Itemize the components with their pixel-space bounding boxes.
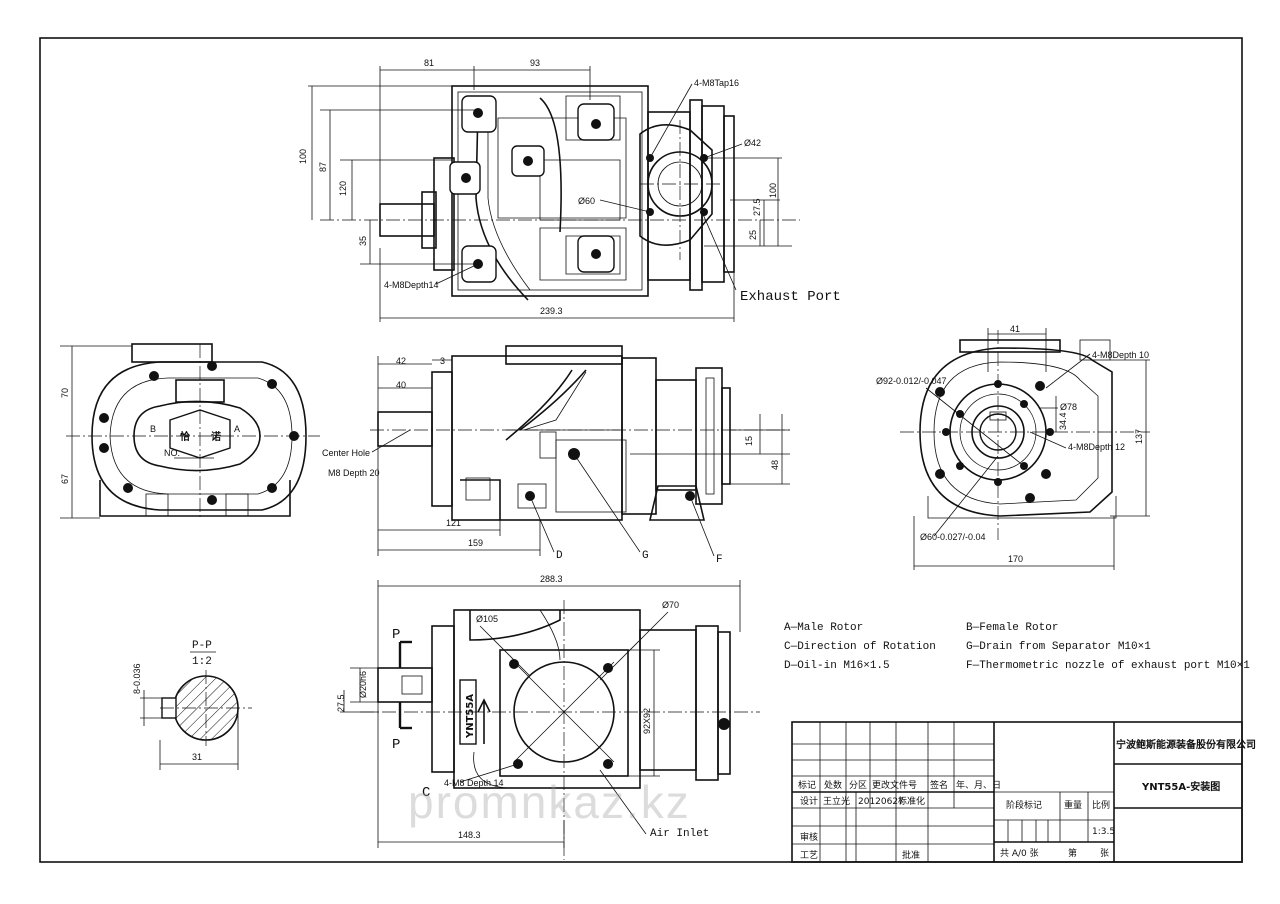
drawing-border bbox=[39, 37, 1243, 863]
dim-137: 137 bbox=[1134, 429, 1144, 444]
dim-34-4: 34.4 bbox=[1058, 412, 1068, 430]
rotation-letter-c: C bbox=[422, 785, 430, 801]
dim-8-0-036: 8-0.036 bbox=[132, 663, 142, 694]
tb-scale-label: 比例 bbox=[1092, 799, 1110, 811]
callout-g: G bbox=[642, 550, 649, 562]
callout-d: D bbox=[556, 550, 563, 562]
legend-g: G—Drain from Separator M10×1 bbox=[966, 641, 1151, 653]
dim-4-m8depth10: 4-M8Depth 10 bbox=[1092, 350, 1149, 360]
dim-27-5-bottom: 27.5 bbox=[336, 694, 346, 712]
dim-40: 40 bbox=[396, 380, 406, 390]
legend-a: A—Male Rotor bbox=[784, 622, 863, 634]
dim-4-m8depth14: 4-M8Depth14 bbox=[384, 280, 439, 290]
tb-review-label: 审核 bbox=[800, 831, 818, 843]
callout-f: F bbox=[716, 554, 723, 566]
legend-b: B—Female Rotor bbox=[966, 622, 1058, 634]
dim-4-m8tap16: 4-M8Tap16 bbox=[694, 78, 739, 88]
dim-41: 41 bbox=[1010, 324, 1020, 334]
dim-27-5: 27.5 bbox=[752, 198, 762, 216]
center-hole-line1: Center Hole bbox=[322, 448, 370, 458]
tb-rev-header-0: 标记 bbox=[798, 779, 816, 791]
logo-text-left: 恰 bbox=[180, 430, 190, 443]
dim-87: 87 bbox=[318, 162, 328, 172]
dim-35: 35 bbox=[358, 236, 368, 246]
tb-rev-header-2: 分区 bbox=[849, 780, 867, 791]
top-view: 81 93 4-M8Tap16 Ø42 100 87 120 35 Ø60 10… bbox=[298, 58, 841, 322]
tb-rev-header-1: 处数 bbox=[824, 779, 842, 791]
tb-standardize-label: 标准化 bbox=[898, 795, 925, 807]
nameplate: YNT55A bbox=[465, 694, 476, 739]
dim-100-right: 100 bbox=[768, 183, 778, 198]
tb-drawing-title: YNT55A-安装图 bbox=[1141, 780, 1220, 793]
dim-92x92: 92X92 bbox=[642, 708, 652, 734]
tb-rev-header-4: 签名 bbox=[930, 779, 948, 791]
tb-sheets-label: 共 A/0 张 bbox=[1000, 848, 1039, 859]
left-view: 恰 诺 B A NO. 70 67 bbox=[60, 343, 320, 520]
no-label: NO. bbox=[164, 448, 180, 458]
tb-weight-label: 重量 bbox=[1064, 799, 1082, 811]
center-hole-line2: M8 Depth 20 bbox=[328, 468, 380, 478]
air-inlet-label: Air Inlet bbox=[650, 828, 709, 840]
dim-239-3: 239.3 bbox=[540, 306, 563, 316]
legend-c: C—Direction of Rotation bbox=[784, 641, 936, 653]
dim-120: 120 bbox=[338, 181, 348, 196]
dim-d42: Ø42 bbox=[744, 138, 761, 148]
letter-b: B bbox=[150, 424, 156, 434]
letter-a: A bbox=[234, 424, 240, 434]
logo-text-right: 诺 bbox=[211, 430, 221, 443]
dim-70: 70 bbox=[60, 388, 70, 398]
tb-designer: 王立光 bbox=[823, 795, 850, 807]
dim-d105: Ø105 bbox=[476, 614, 498, 624]
dim-148-3: 148.3 bbox=[458, 830, 481, 840]
dim-42: 42 bbox=[396, 356, 406, 366]
dim-d60: Ø60 bbox=[578, 196, 595, 206]
dim-25: 25 bbox=[748, 230, 758, 240]
legend-f: F—Thermometric nozzle of exhaust port M1… bbox=[966, 660, 1250, 672]
exhaust-port-label: Exhaust Port bbox=[740, 289, 841, 305]
dim-159: 159 bbox=[468, 538, 483, 548]
title-block: 宁波鲍斯能源装备股份有限公司 YNT55A-安装图 标记 处数 分区 更改文件号… bbox=[791, 721, 1256, 863]
dim-121: 121 bbox=[446, 518, 461, 528]
dim-100-left: 100 bbox=[298, 149, 308, 164]
tb-design-date: 20120627 bbox=[858, 797, 904, 807]
dim-170: 170 bbox=[1008, 554, 1023, 564]
dim-48: 48 bbox=[770, 460, 780, 470]
dim-d92: Ø92-0.012/-0.047 bbox=[876, 376, 947, 386]
dim-93: 93 bbox=[530, 58, 540, 68]
section-scale: 1:2 bbox=[192, 656, 212, 668]
legend: A—Male Rotor B—Female Rotor C—Direction … bbox=[784, 622, 1250, 672]
dim-d60-right: Ø60-0.027/-0.04 bbox=[920, 532, 986, 542]
dim-67: 67 bbox=[60, 474, 70, 484]
tb-sheet-label: 第 bbox=[1068, 847, 1077, 859]
right-view: 41 4-M8Depth 10 Ø92-0.012/-0.047 Ø78 34.… bbox=[876, 324, 1150, 570]
tb-scale-value: 1:3.5 bbox=[1092, 827, 1115, 837]
dim-d78: Ø78 bbox=[1060, 402, 1077, 412]
dim-d20h6: Ø20h6 bbox=[358, 671, 368, 698]
dim-4-m8depth14-bottom: 4-M8 Depth 14 bbox=[444, 778, 504, 788]
section-view-pp: P-P 1:2 8-0.036 31 bbox=[132, 640, 252, 770]
dim-d70: Ø70 bbox=[662, 600, 679, 610]
section-title: P-P bbox=[192, 640, 212, 652]
tb-rev-header-5: 年、月、日 bbox=[956, 779, 1001, 791]
bottom-view: YNT55A P P 288.3 Ø105 Ø70 Ø20h6 bbox=[336, 574, 760, 860]
tb-stage-label: 阶段标记 bbox=[1006, 799, 1042, 811]
tb-process-label: 工艺 bbox=[800, 850, 818, 861]
dim-288-3: 288.3 bbox=[540, 574, 563, 584]
section-p-top: P bbox=[392, 627, 400, 643]
tb-sheet-unit: 张 bbox=[1100, 848, 1109, 859]
watermark: promnkaz.kz bbox=[408, 776, 691, 828]
tb-company: 宁波鲍斯能源装备股份有限公司 bbox=[1116, 738, 1256, 751]
tb-rev-header-3: 更改文件号 bbox=[872, 779, 917, 791]
front-view: 42 3 40 15 48 121 159 Center Hole M8 Dep… bbox=[322, 345, 790, 566]
dim-31: 31 bbox=[192, 752, 202, 762]
legend-d: D—Oil-in M16×1.5 bbox=[784, 660, 890, 672]
dim-81: 81 bbox=[424, 58, 434, 68]
dim-15: 15 bbox=[744, 436, 754, 446]
dim-4-m8depth12: 4-M8Depth 12 bbox=[1068, 442, 1125, 452]
tb-design-label: 设计 bbox=[800, 795, 818, 807]
dim-3: 3 bbox=[440, 356, 445, 366]
tb-approve-label: 批准 bbox=[902, 849, 920, 861]
section-p-bottom: P bbox=[392, 737, 400, 753]
